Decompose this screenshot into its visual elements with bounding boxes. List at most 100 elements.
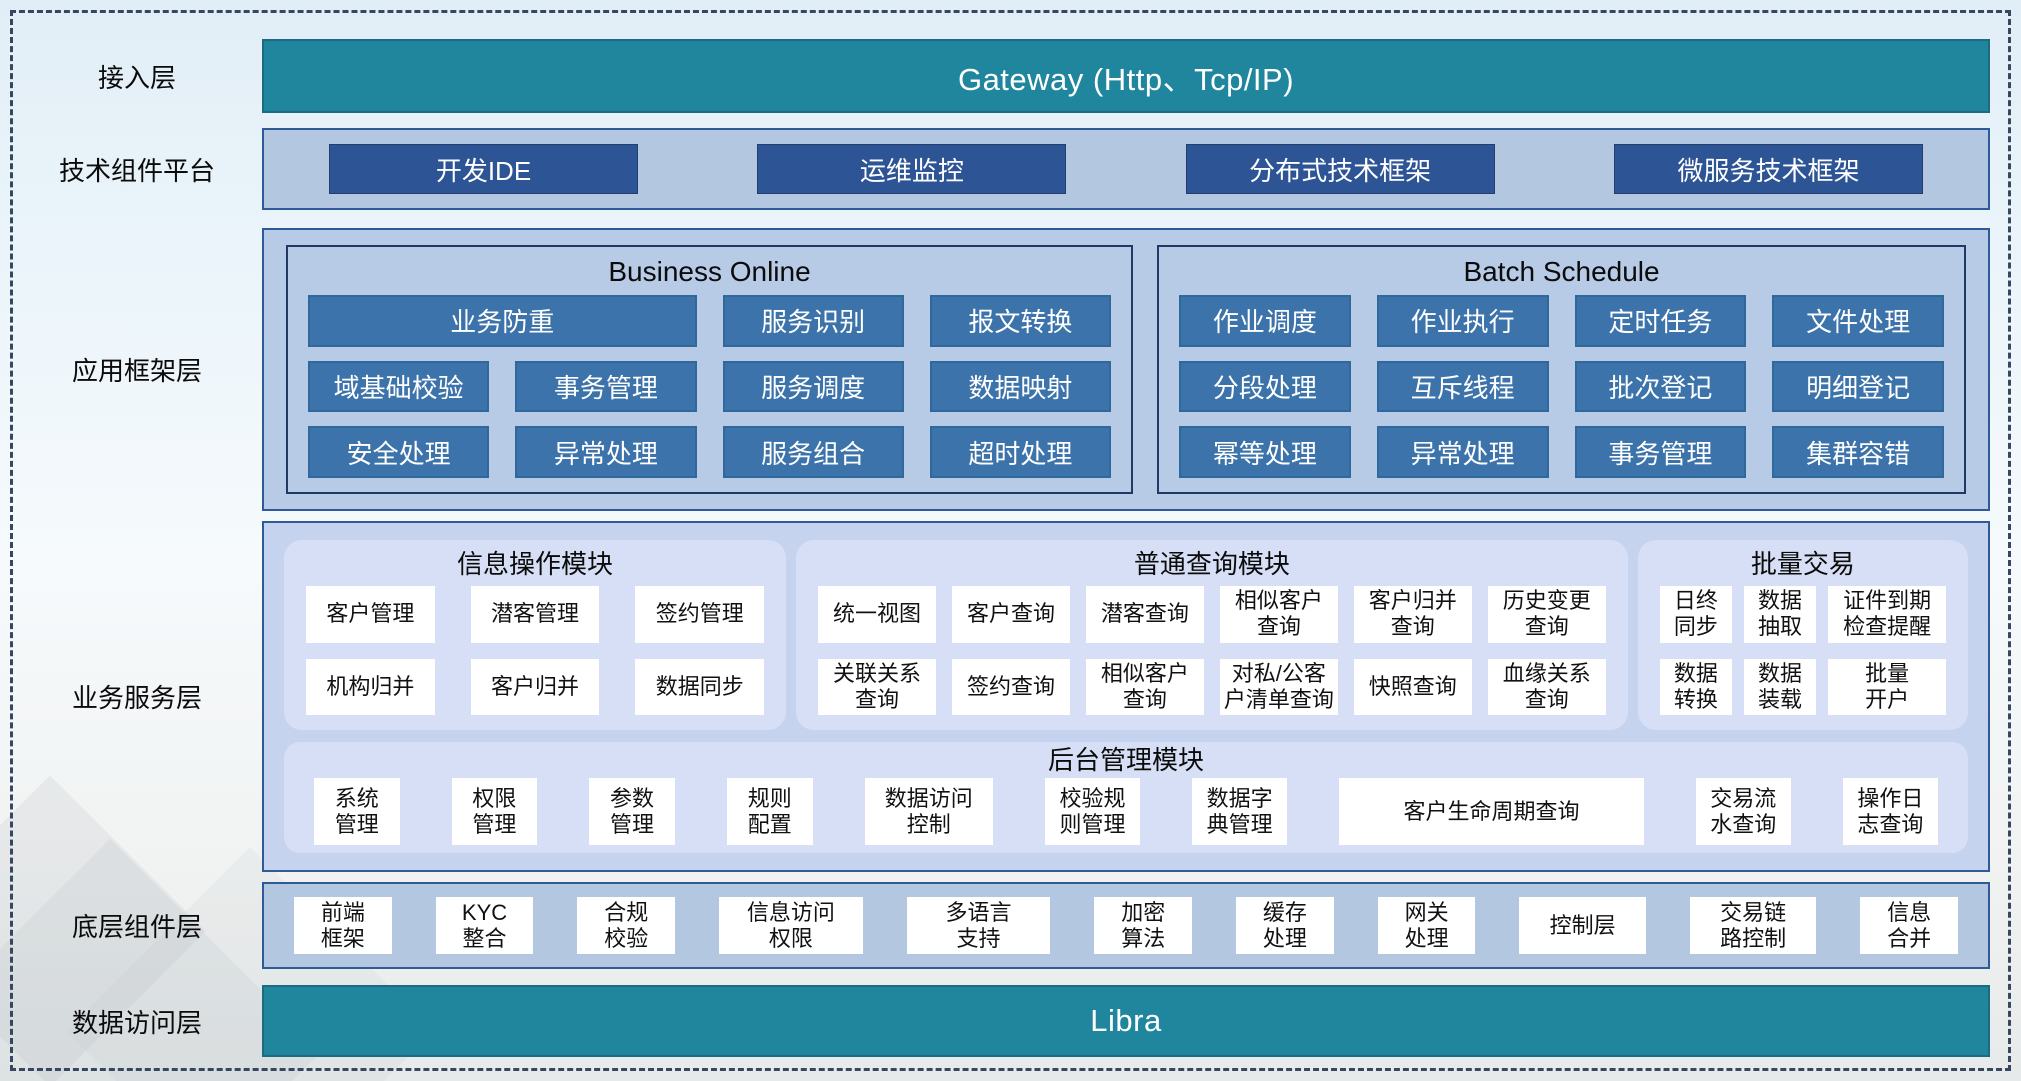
framework-button: 服务组合 — [722, 426, 904, 478]
admin-item: 数据字 典管理 — [1192, 778, 1288, 845]
component-item: 缓存 处理 — [1236, 897, 1334, 954]
layer-label-data-access: 数据访问层 — [71, 1007, 202, 1038]
batch-transaction-module-title: 批量交易 — [1750, 549, 1855, 579]
component-item: 多语言 支持 — [906, 897, 1051, 954]
framework-button: 事务管理 — [1574, 426, 1747, 478]
layer-label-base-components: 底层组件层 — [71, 912, 202, 942]
framework-button: 数据映射 — [929, 360, 1112, 413]
admin-item: 客户生命周期查询 — [1339, 778, 1644, 845]
service-item: 客户归并 查询 — [1353, 586, 1472, 643]
component-item: 加密 算法 — [1094, 897, 1193, 954]
service-item: 日终 同步 — [1659, 586, 1732, 643]
service-item: 签约查询 — [951, 658, 1070, 715]
layer-label-tech-platform: 技术组件平台 — [58, 155, 215, 186]
admin-item: 权限 管理 — [451, 778, 538, 845]
service-item: 潜客管理 — [470, 586, 600, 643]
batch-schedule-grid: 作业调度作业执行定时任务文件处理分段处理互斥线程批次登记明细登记幂等处理异常处理… — [1179, 295, 1944, 478]
component-item: 前端 框架 — [294, 897, 392, 954]
service-item: 对私/公客 户清单查询 — [1219, 658, 1338, 715]
component-item: 信息访问 权限 — [719, 897, 863, 954]
app-framework-row: 应用框架层 Business Online 业务防重服务识别报文转换域基础校验事… — [12, 228, 2009, 511]
service-item: 批量 开户 — [1828, 658, 1946, 715]
component-item: 信息 合并 — [1860, 897, 1958, 954]
service-item: 数据 装载 — [1743, 658, 1817, 715]
service-item: 快照查询 — [1353, 658, 1472, 715]
service-item: 数据 抽取 — [1743, 586, 1817, 643]
framework-button: 明细登记 — [1772, 360, 1944, 413]
general-query-module-title: 普通查询模块 — [1133, 549, 1290, 579]
framework-button: 文件处理 — [1772, 295, 1944, 347]
framework-button: 异常处理 — [1376, 426, 1549, 478]
framework-button: 异常处理 — [515, 426, 697, 478]
admin-module-title: 后台管理模块 — [1047, 745, 1204, 775]
diagram-content: 接入层 Gateway (Http、Tcp/IP) 技术组件平台 开发IDE 运维… — [12, 12, 2009, 1069]
service-item: 数据 转换 — [1659, 658, 1732, 715]
service-item: 相似客户 查询 — [1219, 586, 1338, 643]
service-item: 数据同步 — [635, 658, 765, 715]
gateway-bar: Gateway (Http、Tcp/IP) — [262, 39, 1990, 113]
framework-button: 超时处理 — [929, 426, 1112, 478]
component-item: 控制层 — [1519, 897, 1646, 954]
tech-platform-container: 开发IDE 运维监控 分布式技术框架 微服务技术框架 — [262, 128, 1990, 210]
info-operation-module: 信息操作模块 客户管理潜客管理签约管理机构归并客户归并数据同步 — [284, 540, 787, 730]
batch-transaction-grid: 日终 同步数据 抽取证件到期 检查提醒数据 转换数据 装载批量 开户 — [1659, 586, 1946, 715]
admin-item: 数据访问 控制 — [864, 778, 993, 845]
tech-platform-button: 微服务技术框架 — [1613, 144, 1923, 194]
access-layer-content: Gateway (Http、Tcp/IP) — [262, 39, 1990, 113]
service-item: 血缘关系 查询 — [1487, 658, 1606, 715]
framework-button: 批次登记 — [1574, 360, 1747, 413]
framework-button: 作业执行 — [1376, 295, 1549, 347]
framework-button: 事务管理 — [515, 360, 697, 413]
tech-platform-row: 技术组件平台 开发IDE 运维监控 分布式技术框架 微服务技术框架 — [12, 128, 2009, 210]
access-layer-row: 接入层 Gateway (Http、Tcp/IP) — [12, 39, 2009, 113]
framework-button: 业务防重 — [308, 295, 697, 347]
business-online-title: Business Online — [608, 256, 811, 287]
admin-module-grid: 系统 管理权限 管理参数 管理规则 配置数据访问 控制校验规 则管理数据字 典管… — [314, 778, 1938, 845]
layer-label-access: 接入层 — [97, 62, 176, 93]
service-item: 潜客查询 — [1085, 586, 1204, 643]
service-item: 相似客户 查询 — [1085, 658, 1204, 715]
layer-label-app-framework: 应用框架层 — [71, 356, 202, 386]
framework-button: 作业调度 — [1179, 295, 1351, 347]
service-item: 签约管理 — [635, 586, 765, 643]
service-item: 机构归并 — [306, 658, 435, 715]
tech-platform-button: 分布式技术框架 — [1185, 144, 1495, 194]
service-item: 历史变更 查询 — [1487, 586, 1606, 643]
business-service-row: 业务服务层 信息操作模块 客户管理潜客管理签约管理机构归并客户归并数据同步 普通… — [12, 521, 2009, 872]
framework-button: 互斥线程 — [1376, 360, 1549, 413]
framework-button: 域基础校验 — [308, 360, 490, 413]
batch-schedule-title: Batch Schedule — [1463, 256, 1660, 287]
framework-button: 报文转换 — [929, 295, 1112, 347]
framework-button: 幂等处理 — [1179, 426, 1351, 478]
service-item: 客户管理 — [306, 586, 435, 643]
framework-button: 服务调度 — [722, 360, 904, 413]
business-service-container: 信息操作模块 客户管理潜客管理签约管理机构归并客户归并数据同步 普通查询模块 统… — [262, 521, 1990, 872]
admin-item: 校验规 则管理 — [1044, 778, 1141, 845]
data-access-row: 数据访问层 Libra — [12, 985, 2009, 1057]
layer-label-business-service: 业务服务层 — [71, 683, 202, 713]
component-item: 交易链 路控制 — [1689, 897, 1817, 954]
app-framework-container: Business Online 业务防重服务识别报文转换域基础校验事务管理服务调… — [262, 228, 1990, 511]
tech-platform-button: 运维监控 — [757, 144, 1067, 194]
data-access-content: Libra — [262, 985, 1990, 1057]
app-framework-content: Business Online 业务防重服务识别报文转换域基础校验事务管理服务调… — [262, 228, 1990, 511]
batch-schedule-panel: Batch Schedule 作业调度作业执行定时任务文件处理分段处理互斥线程批… — [1157, 245, 1966, 494]
component-item: 网关 处理 — [1377, 897, 1476, 954]
business-online-panel: Business Online 业务防重服务识别报文转换域基础校验事务管理服务调… — [286, 245, 1134, 494]
service-item: 统一视图 — [818, 586, 936, 643]
business-service-content: 信息操作模块 客户管理潜客管理签约管理机构归并客户归并数据同步 普通查询模块 统… — [262, 521, 1990, 872]
service-item: 客户归并 — [470, 658, 600, 715]
batch-transaction-module: 批量交易 日终 同步数据 抽取证件到期 检查提醒数据 转换数据 装载批量 开户 — [1637, 540, 1968, 730]
framework-button: 安全处理 — [308, 426, 490, 478]
framework-button: 服务识别 — [722, 295, 904, 347]
framework-button: 分段处理 — [1179, 360, 1351, 413]
tech-platform-button: 开发IDE — [329, 144, 638, 194]
business-online-grid: 业务防重服务识别报文转换域基础校验事务管理服务调度数据映射安全处理异常处理服务组… — [308, 295, 1112, 478]
tech-platform-content: 开发IDE 运维监控 分布式技术框架 微服务技术框架 — [262, 128, 1990, 210]
service-item: 证件到期 检查提醒 — [1828, 586, 1946, 643]
framework-button: 集群容错 — [1772, 426, 1944, 478]
info-operation-module-title: 信息操作模块 — [457, 549, 614, 579]
